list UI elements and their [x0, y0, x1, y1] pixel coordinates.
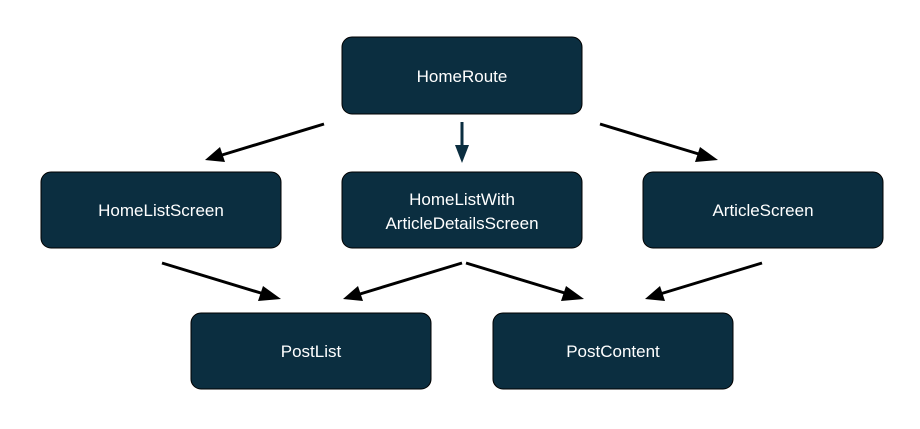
node-postlist-label: PostList — [281, 342, 342, 361]
node-homeroute-box — [341, 36, 583, 115]
arrowhead-homelistscreen — [205, 147, 225, 162]
node-homeroute: HomeRoute — [341, 36, 583, 115]
node-articlescreen-box — [642, 171, 884, 249]
node-homeroute-label: HomeRoute — [417, 67, 508, 86]
node-homelistwithdetails: HomeListWith ArticleDetailsScreen — [341, 171, 583, 249]
edges — [161, 122, 763, 301]
node-homelistwithdetails-label-line1: HomeListWith — [409, 190, 515, 209]
edge-homelistwithdetails-to-postcontent — [465, 261, 569, 296]
node-homelistscreen-box — [40, 171, 282, 249]
node-postcontent-box — [492, 312, 734, 390]
node-homelistscreen: HomeListScreen — [40, 171, 282, 249]
node-homelistwithdetails-label-line2: ArticleDetailsScreen — [385, 214, 538, 233]
edge-articlescreen-to-postcontent — [659, 261, 763, 296]
node-articlescreen: ArticleScreen — [642, 171, 884, 249]
node-articlescreen-label: ArticleScreen — [712, 201, 813, 220]
edge-homeroute-to-articlescreen — [599, 122, 703, 157]
node-postlist: PostList — [190, 312, 432, 390]
node-postlist-box — [190, 312, 432, 390]
node-postcontent: PostContent — [492, 312, 734, 390]
edge-homelistwithdetails-to-postlist — [359, 261, 463, 296]
node-homelistwithdetails-box — [341, 171, 583, 249]
arrowhead-postlist-from-details — [343, 286, 363, 301]
node-postcontent-label: PostContent — [566, 342, 660, 361]
arrowhead-postlist-from-homelist — [258, 286, 281, 301]
node-homelistscreen-label: HomeListScreen — [98, 201, 224, 220]
arrowhead-postcontent-from-article — [645, 286, 665, 301]
arrowhead-postcontent-from-details — [561, 286, 584, 301]
edge-homelistscreen-to-postlist — [161, 261, 265, 296]
arrowhead-articlescreen — [695, 147, 718, 162]
arrowhead-homelistwithdetails — [455, 145, 469, 163]
edge-homeroute-to-homelistscreen — [221, 122, 325, 157]
